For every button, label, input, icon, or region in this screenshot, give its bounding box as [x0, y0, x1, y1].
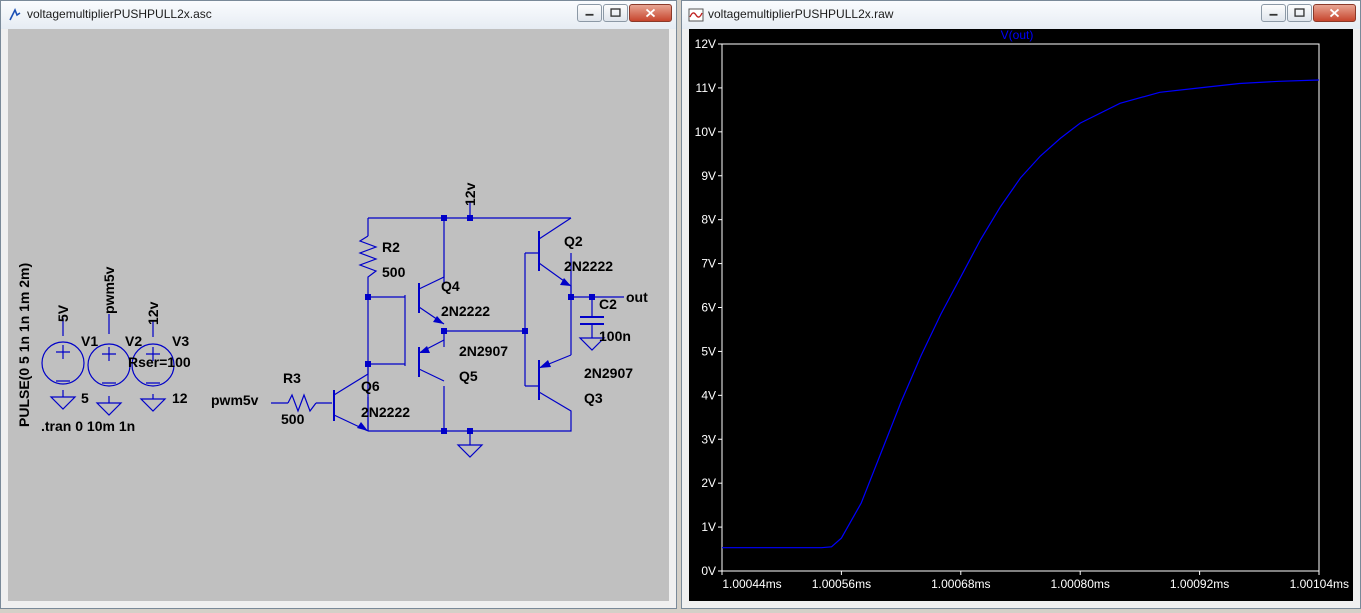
- x-tick-label: 1.00104ms: [1290, 577, 1349, 591]
- y-tick-label: 10V: [695, 125, 716, 139]
- q2-model: 2N2222: [564, 258, 613, 274]
- schematic-canvas[interactable]: PULSE(0 5 1n 1n 1m 2m) .tran 0 10m 1n 5V…: [8, 29, 669, 601]
- q3-model: 2N2907: [584, 365, 633, 381]
- trace-label[interactable]: V(out): [1001, 29, 1034, 42]
- q2-name: Q2: [564, 233, 583, 249]
- close-icon: [1329, 8, 1340, 18]
- vout-trace[interactable]: [722, 79, 1320, 549]
- c2-value: 100n: [599, 328, 631, 344]
- y-tick-label: 8V: [701, 213, 716, 227]
- close-button[interactable]: [1313, 4, 1356, 22]
- y-tick-label: 3V: [701, 432, 716, 446]
- x-tick-label: 1.00092ms: [1170, 577, 1229, 591]
- schematic-window: voltagemultiplierPUSHPULL2x.asc: [0, 0, 677, 609]
- v3-name: V3: [172, 333, 189, 349]
- x-tick-label: 1.00056ms: [812, 577, 871, 591]
- y-tick-label: 1V: [701, 520, 716, 534]
- close-button[interactable]: [629, 4, 672, 22]
- v1-node-label: 5V: [55, 304, 71, 322]
- q5-name: Q5: [459, 368, 478, 384]
- v3-node-label: 12v: [145, 301, 161, 325]
- q5-model: 2N2907: [459, 343, 508, 359]
- tran-spec: .tran 0 10m 1n: [41, 418, 135, 434]
- r3-input-label: pwm5v: [211, 392, 259, 408]
- v2-name: V2: [125, 333, 142, 349]
- y-tick-label: 5V: [701, 344, 716, 358]
- q4-name: Q4: [441, 278, 460, 294]
- x-tick-label: 1.00068ms: [931, 577, 990, 591]
- v1-value: 5: [81, 390, 89, 406]
- y-tick-label: 9V: [701, 169, 716, 183]
- close-icon: [645, 8, 656, 18]
- plot-window: voltagemultiplierPUSHPULL2x.raw V(out) 0…: [681, 0, 1361, 609]
- plot-titlebar[interactable]: voltagemultiplierPUSHPULL2x.raw: [682, 1, 1360, 29]
- waveform-icon: [688, 8, 704, 22]
- y-tick-label: 2V: [701, 476, 716, 490]
- minimize-icon: [1269, 13, 1278, 16]
- maximize-icon: [610, 8, 621, 17]
- plot-chart[interactable]: V(out) 0V 1V 2V 3V 4V 5V 6V 7V 8V 9V 10V 11V 12V 1.0…: [689, 29, 1353, 601]
- q6-name: Q6: [361, 378, 380, 394]
- r2-name: R2: [382, 239, 400, 255]
- minimize-icon: [585, 13, 594, 16]
- q3-name: Q3: [584, 390, 603, 406]
- y-tick-label: 7V: [701, 257, 716, 271]
- plot-pane[interactable]: V(out) 0V 1V 2V 3V 4V 5V 6V 7V 8V 9V 10V 11V 12V 1.0…: [689, 29, 1353, 601]
- r2-value: 500: [382, 264, 406, 280]
- v1-name: V1: [81, 333, 98, 349]
- c2-name: C2: [599, 296, 617, 312]
- r3-value: 500: [281, 411, 305, 427]
- x-tick-label: 1.00044ms: [722, 577, 781, 591]
- y-tick-label: 6V: [701, 301, 716, 315]
- maximize-icon: [1294, 8, 1305, 17]
- q6-model: 2N2222: [361, 404, 410, 420]
- maximize-button[interactable]: [603, 4, 628, 22]
- schematic-title: voltagemultiplierPUSHPULL2x.asc: [27, 7, 212, 21]
- pulse-spec: PULSE(0 5 1n 1n 1m 2m): [16, 263, 32, 427]
- y-tick-label: 12V: [695, 37, 716, 51]
- y-tick-label: 11V: [696, 81, 716, 95]
- top-rail-label: 12v: [462, 182, 478, 206]
- schematic-titlebar[interactable]: voltagemultiplierPUSHPULL2x.asc: [1, 1, 676, 29]
- x-tick-label: 1.00080ms: [1051, 577, 1110, 591]
- y-tick-label: 4V: [701, 388, 716, 402]
- out-net-label: out: [626, 289, 648, 305]
- minimize-button[interactable]: [1261, 4, 1286, 22]
- plot-title: voltagemultiplierPUSHPULL2x.raw: [708, 7, 894, 21]
- schematic-drawing: PULSE(0 5 1n 1n 1m 2m) .tran 0 10m 1n 5V…: [16, 182, 648, 458]
- y-tick-label: 0V: [701, 564, 716, 578]
- plot-frame: [721, 43, 1320, 572]
- minimize-button[interactable]: [577, 4, 602, 22]
- v2-node-label: pwm5v: [101, 266, 117, 314]
- v3-value: 12: [172, 390, 188, 406]
- q4-model: 2N2222: [441, 303, 490, 319]
- v3-rser: Rser=100: [128, 354, 191, 370]
- maximize-button[interactable]: [1287, 4, 1312, 22]
- r3-name: R3: [283, 370, 301, 386]
- ltspice-schematic-icon: [9, 8, 21, 21]
